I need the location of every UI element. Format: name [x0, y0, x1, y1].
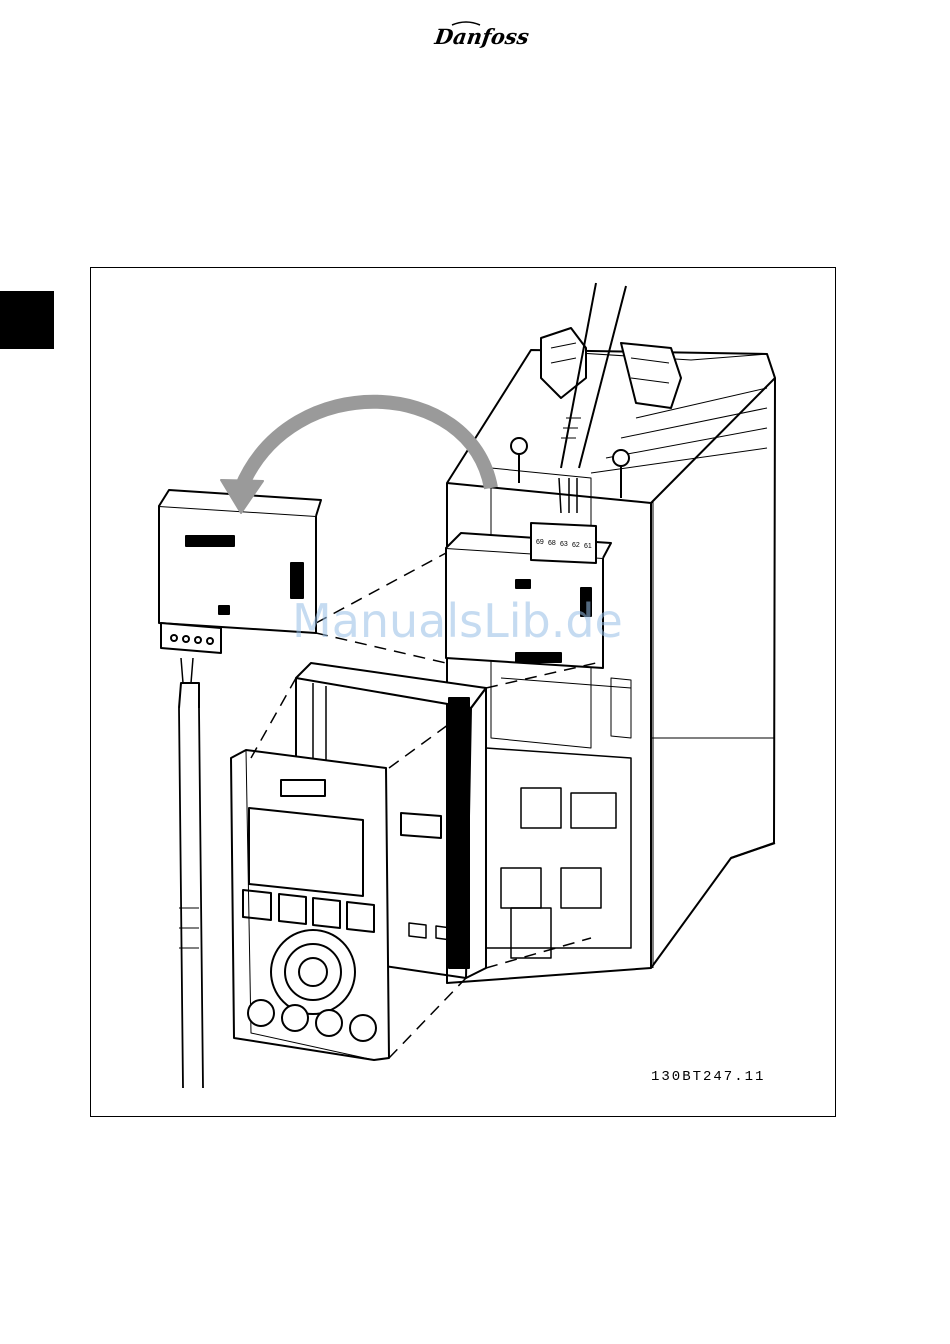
- lcp-keypad-panel: [231, 750, 389, 1060]
- drive-exploded-drawing: 69 68 63 62 61: [91, 268, 837, 1118]
- terminal-label: 63: [560, 541, 568, 548]
- danfoss-logo: Danfoss: [432, 16, 532, 56]
- watermark: ManualsLib.de: [292, 594, 623, 648]
- chapter-tab-marker: [0, 291, 54, 349]
- terminal-label: 61: [584, 543, 592, 550]
- terminal-label: 68: [548, 540, 556, 547]
- terminal-label: 62: [572, 542, 580, 549]
- drive-housing: [447, 350, 775, 983]
- terminal-label: 69: [536, 539, 544, 546]
- installation-figure: 69 68 63 62 61 130BT247.11: [90, 267, 836, 1117]
- figure-code: 130BT247.11: [651, 1069, 765, 1085]
- fieldbus-cable-loose: [179, 658, 203, 1088]
- brand-logo-text: Danfoss: [432, 24, 530, 49]
